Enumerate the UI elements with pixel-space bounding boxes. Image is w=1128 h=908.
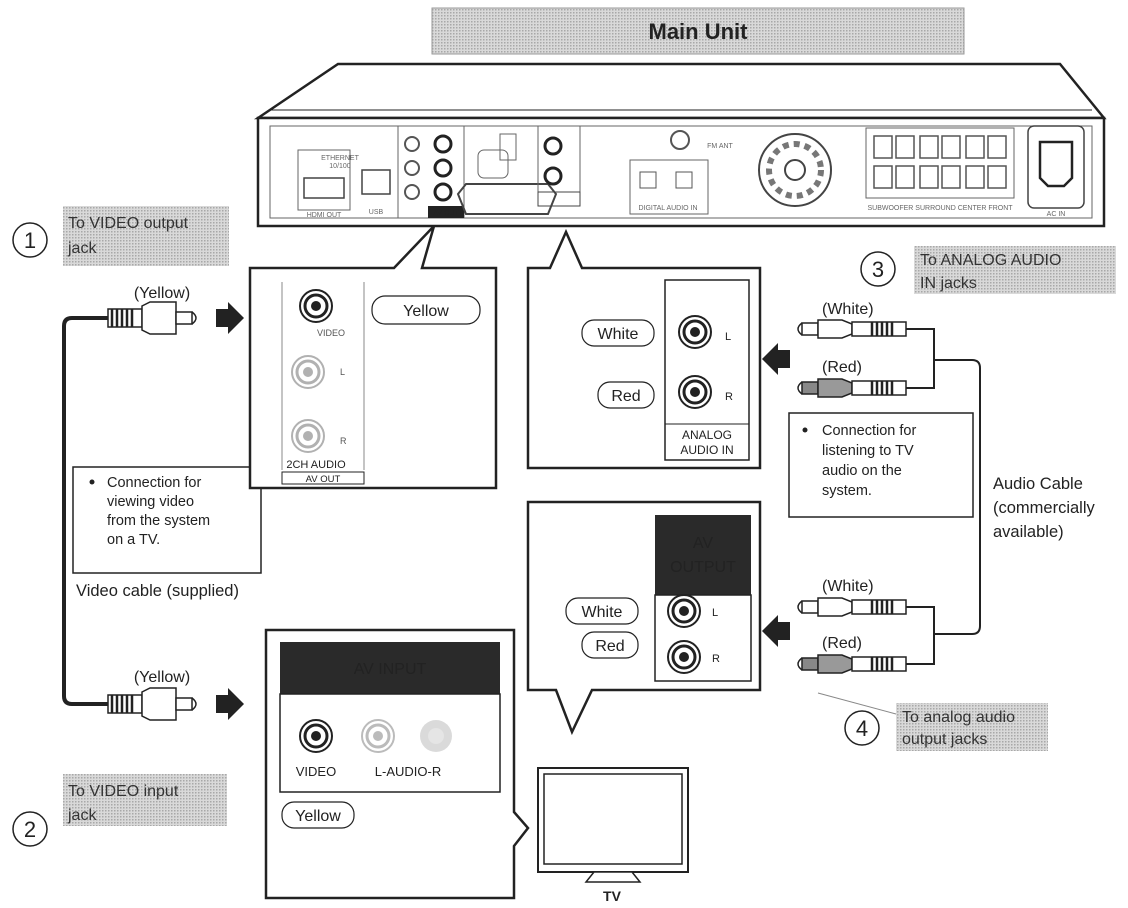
video-plug-top (107, 301, 197, 335)
arrow-left-icon (762, 343, 790, 375)
svg-text:output jacks: output jacks (902, 731, 987, 748)
step-4: 4 (844, 710, 880, 746)
av-out-detail: VIDEO L R 2CH AUDIO AV OUT Yellow (248, 225, 498, 490)
badge-yellow: Yellow (295, 808, 341, 825)
main-unit-rear-panel: HDMI OUT ETHERNET 10/100 USB AV OUT DIGI… (253, 62, 1107, 228)
svg-text:Main Unit: Main Unit (649, 19, 749, 44)
step-1: 1 (12, 222, 48, 258)
svg-text:available): available) (993, 523, 1064, 541)
svg-text:R: R (340, 436, 347, 446)
svg-text:To analog audio: To analog audio (902, 709, 1015, 726)
svg-text:ANALOG: ANALOG (682, 428, 732, 442)
svg-text:SUBWOOFER SURROUND CENTER F: SUBWOOFER SURROUND CENTER FRONT (867, 205, 1013, 212)
svg-text:USB: USB (369, 209, 384, 216)
note-audio: Connection for listening to TV audio on … (788, 412, 974, 518)
svg-text:ETHERNET: ETHERNET (321, 155, 359, 162)
callout-video-output-jack: To VIDEO output jack (63, 206, 229, 266)
svg-text:TV: TV (603, 888, 622, 904)
svg-text:To ANALOG AUDIO: To ANALOG AUDIO (920, 252, 1061, 269)
svg-text:L: L (712, 607, 718, 619)
step-2: 2 (12, 811, 48, 847)
arrow-left-icon (762, 615, 790, 647)
svg-text:(White): (White) (822, 301, 874, 318)
svg-text:10/100: 10/100 (329, 163, 351, 170)
svg-text:4: 4 (856, 716, 868, 741)
svg-text:viewing video: viewing video (107, 494, 194, 510)
analog-audio-in-detail: L R ANALOG AUDIO IN White Red (526, 228, 762, 470)
arrow-right-icon (216, 688, 244, 720)
svg-text:(Red): (Red) (822, 359, 862, 376)
audio-cable-label: Audio Cable (commercially available) (993, 475, 1096, 541)
svg-text:jack: jack (67, 240, 97, 257)
svg-text:L: L (725, 331, 731, 343)
svg-text:Connection for: Connection for (822, 423, 916, 439)
svg-text:2: 2 (24, 817, 36, 842)
main-unit-title: Main Unit (431, 7, 965, 55)
svg-text:R: R (725, 391, 733, 403)
svg-text:To VIDEO input: To VIDEO input (68, 783, 179, 800)
svg-text:from the system: from the system (107, 513, 210, 529)
svg-text:(Red): (Red) (822, 635, 862, 652)
svg-text:Audio Cable: Audio Cable (993, 475, 1083, 493)
svg-text:AC IN: AC IN (1047, 211, 1066, 218)
video-cable: (Yellow) (Yellow) (62, 285, 244, 721)
badge-red: Red (611, 388, 640, 405)
svg-text:2CH AUDIO: 2CH AUDIO (286, 459, 346, 471)
svg-text:VIDEO: VIDEO (317, 328, 345, 338)
av-input-detail: AV INPUT VIDEO L-AUDIO-R Yellow (264, 628, 530, 900)
badge-yellow: Yellow (403, 303, 449, 320)
svg-text:jack: jack (67, 807, 97, 824)
svg-text:HDMI OUT: HDMI OUT (307, 212, 342, 219)
svg-text:R: R (712, 653, 720, 665)
audio-cable-bottom: (White) (Red) (762, 578, 935, 674)
svg-text:AUDIO IN: AUDIO IN (680, 443, 733, 457)
svg-text:3: 3 (872, 257, 884, 282)
callout-analog-audio-in: To ANALOG AUDIO IN jacks (914, 246, 1116, 294)
svg-text:AV INPUT: AV INPUT (354, 661, 427, 678)
svg-text:on a TV.: on a TV. (107, 532, 160, 548)
video-plug-top-color-label: (Yellow) (134, 285, 190, 302)
svg-text:listening to TV: listening to TV (822, 443, 914, 459)
svg-text:AV OUT: AV OUT (433, 210, 459, 217)
svg-text:IN jacks: IN jacks (920, 275, 977, 292)
note-video: Connection for viewing video from the sy… (72, 466, 262, 574)
svg-text:To VIDEO output: To VIDEO output (68, 215, 189, 232)
svg-text:(commercially: (commercially (993, 499, 1096, 517)
tv-icon: TV (537, 767, 689, 904)
callout-video-input-jack: To VIDEO input jack (63, 774, 227, 826)
svg-text:OUTPUT: OUTPUT (670, 559, 736, 576)
svg-text:FM ANT: FM ANT (707, 143, 733, 150)
badge-white: White (598, 326, 639, 343)
callout-analog-audio-output: To analog audio output jacks (817, 692, 1048, 751)
svg-text:VIDEO: VIDEO (296, 764, 336, 779)
video-plug-bottom-color-label: (Yellow) (134, 669, 190, 686)
svg-text:Connection for: Connection for (107, 475, 201, 491)
svg-text:AV OUT: AV OUT (306, 474, 341, 485)
svg-text:audio on the: audio on the (822, 463, 902, 479)
svg-text:(White): (White) (822, 578, 874, 595)
svg-text:L-AUDIO-R: L-AUDIO-R (375, 764, 441, 779)
arrow-right-icon (216, 302, 244, 334)
svg-text:system.: system. (822, 483, 872, 499)
audio-cable-top: (White) (Red) (762, 301, 981, 635)
av-output-detail: AV OUTPUT L R White Red (526, 500, 762, 736)
video-cable-label: Video cable (supplied) (76, 582, 239, 600)
svg-text:AV: AV (693, 535, 713, 552)
svg-text:1: 1 (24, 228, 36, 253)
badge-red: Red (595, 638, 624, 655)
svg-text:L: L (340, 367, 345, 377)
svg-text:DIGITAL AUDIO IN: DIGITAL AUDIO IN (638, 205, 697, 212)
step-3: 3 (860, 251, 896, 287)
video-plug-bottom (107, 687, 197, 721)
badge-white: White (582, 604, 623, 621)
